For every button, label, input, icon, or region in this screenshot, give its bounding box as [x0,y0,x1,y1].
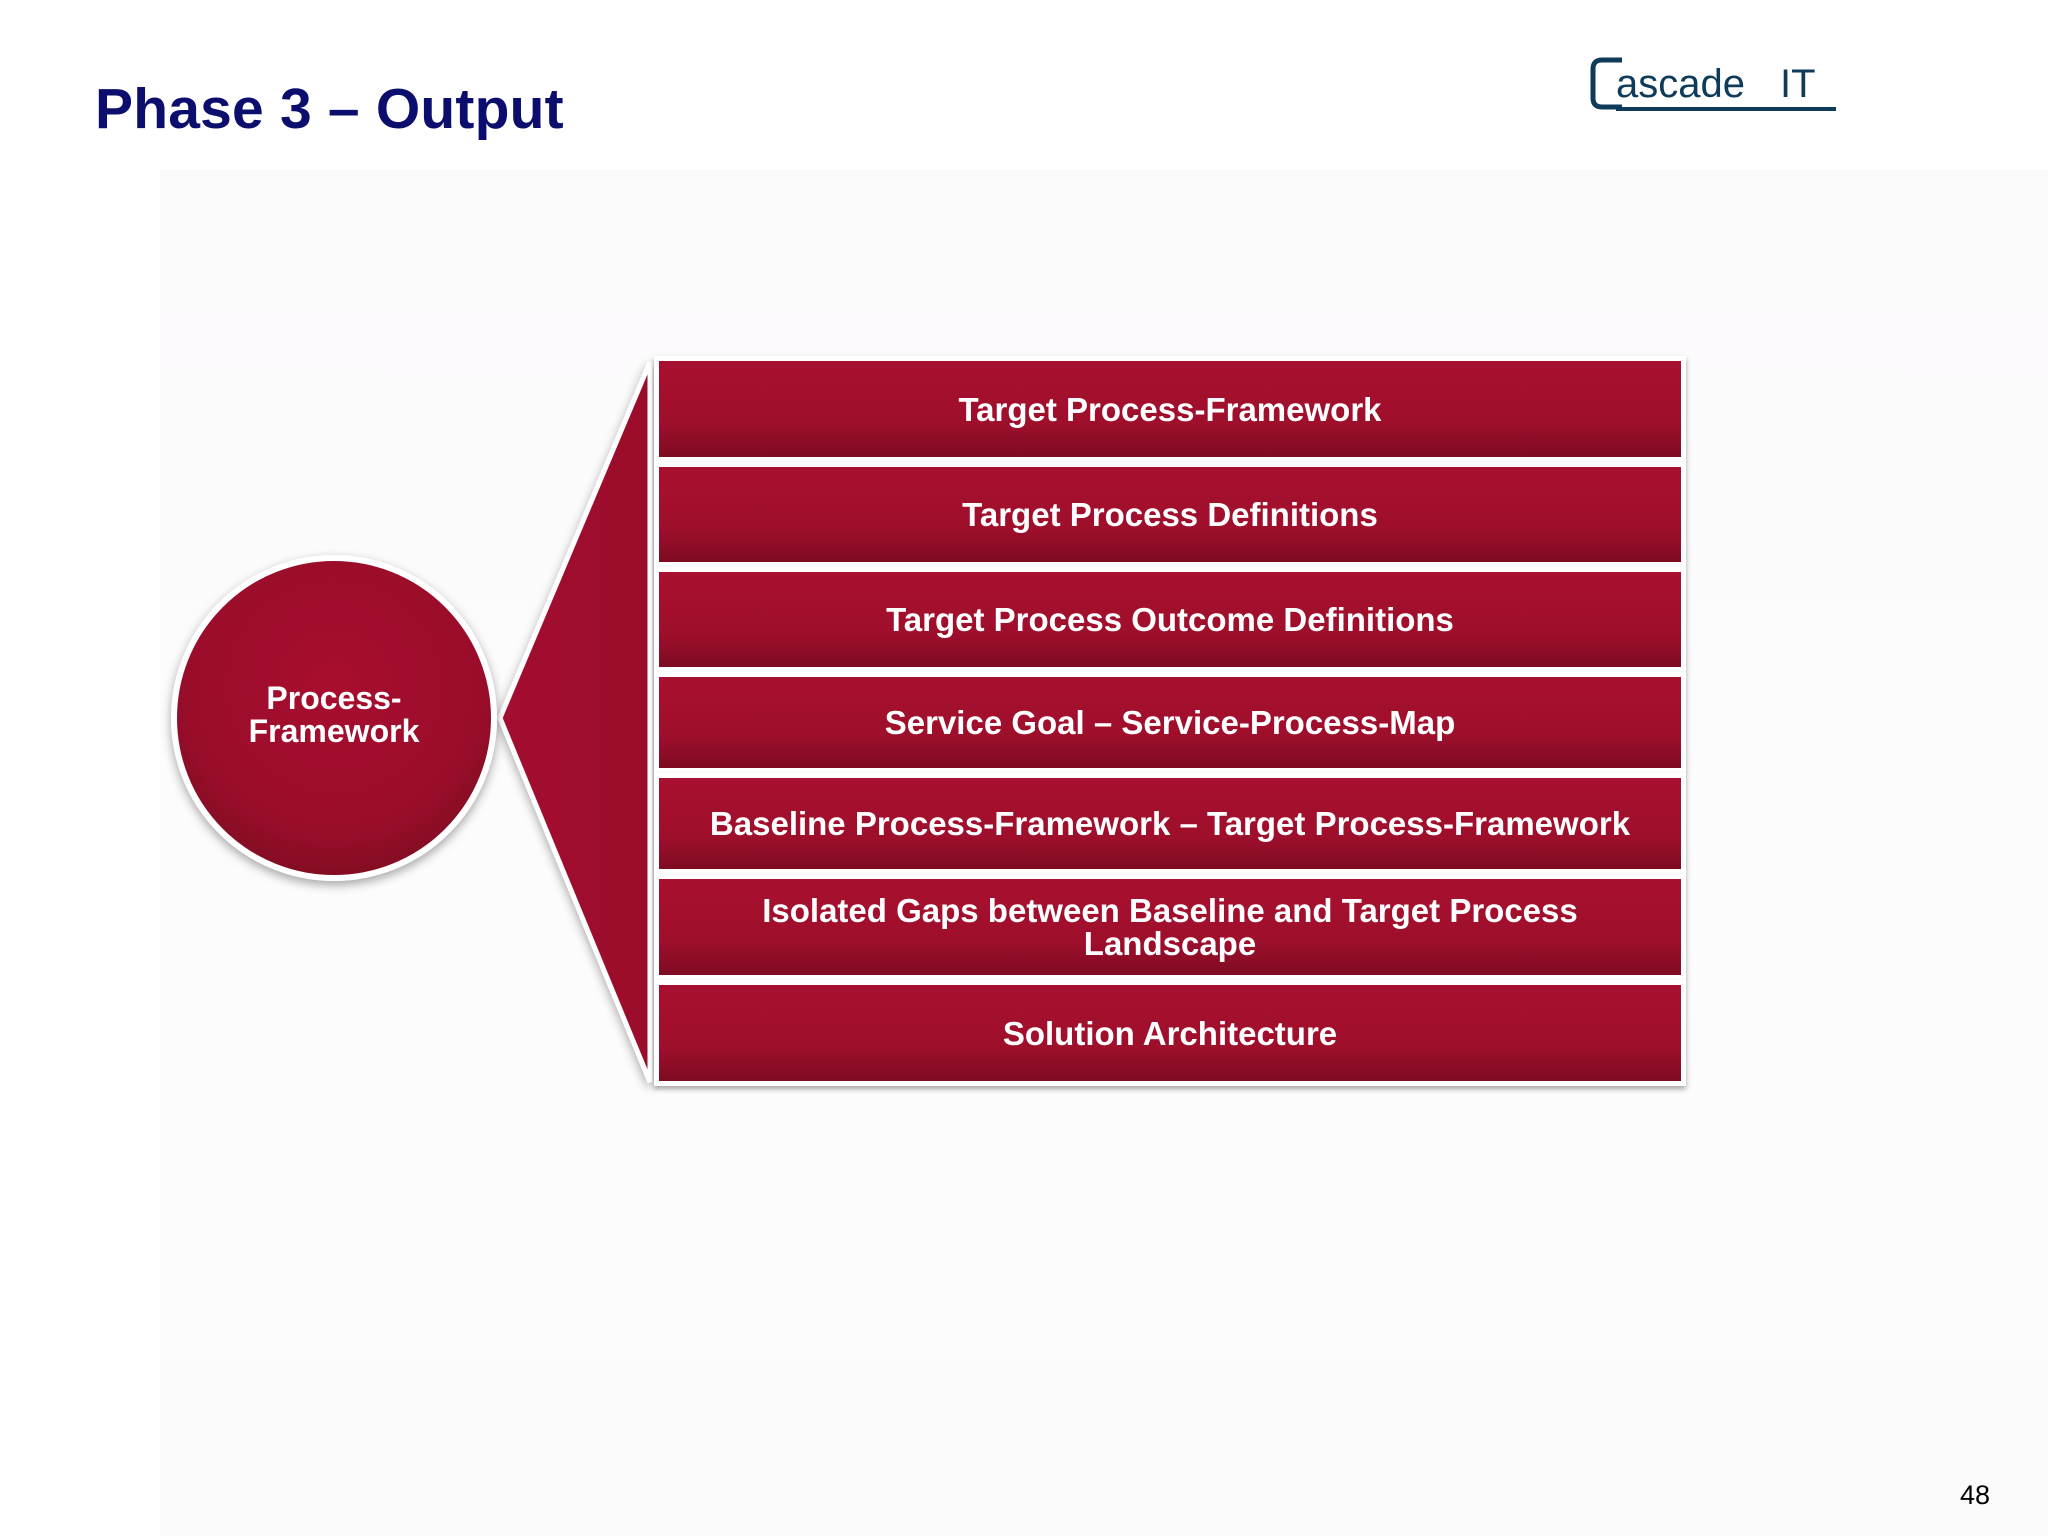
page-title: Phase 3 – Output [95,77,564,141]
output-service-goal-map: Service Goal – Service-Process-Map [654,672,1686,773]
logo-wordmark: ascade [1616,62,1745,106]
source-node-circle [171,555,497,881]
output-target-process-framework: Target Process-Framework [654,356,1686,462]
output-target-process-outcome-definitions: Target Process Outcome Definitions [654,567,1686,672]
company-logo: ascade IT [1590,57,1836,111]
output-isolated-gaps: Isolated Gaps between Baseline and Targe… [654,874,1686,980]
connector-fan [497,361,653,1083]
output-baseline-vs-target-framework: Baseline Process-Framework – Target Proc… [654,773,1686,874]
output-solution-architecture: Solution Architecture [654,980,1686,1086]
output-target-process-definitions: Target Process Definitions [654,462,1686,567]
source-node-label: Process- Framework [248,680,420,749]
logo-it: IT [1780,62,1816,106]
page-number: 48 [1959,1480,1990,1510]
